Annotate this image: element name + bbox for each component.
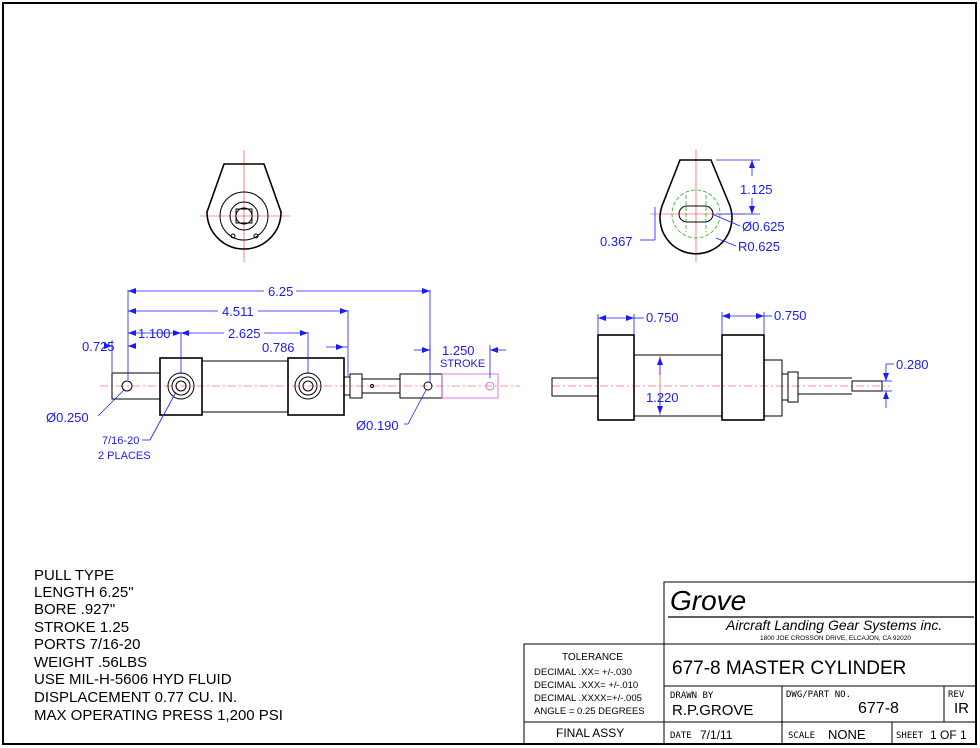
note-line: PULL TYPE xyxy=(34,567,114,584)
tolerance-line: DECIMAL .XXXX=+/-.005 xyxy=(534,693,642,704)
dim-rod-dia: 0.280 xyxy=(896,357,929,372)
side-view: 0.750 0.750 0.280 1.220 xyxy=(551,308,929,421)
note-line: USE MIL-H-5606 HYD FLUID xyxy=(34,671,232,688)
dim-mount-span: 4.511 xyxy=(222,304,254,319)
dwg-no-label: DWG/PART NO. xyxy=(786,690,851,700)
dim-stroke: 1.250 xyxy=(442,343,475,358)
dim-eye-height: 1.125 xyxy=(740,182,773,197)
port-callout-thread: 7/16-20 xyxy=(102,435,139,447)
note-line: WEIGHT .56LBS xyxy=(34,654,147,671)
title-block xyxy=(523,581,977,745)
date-label: DATE xyxy=(670,731,692,741)
note-line: LENGTH 6.25" xyxy=(34,584,134,601)
sheet-label: SHEET xyxy=(896,731,924,741)
company-name: Aircraft Landing Gear Systems inc. xyxy=(725,617,942,633)
dim-cap-width: 0.786 xyxy=(262,340,295,355)
note-line: MAX OPERATING PRESS 1,200 PSI xyxy=(34,707,283,724)
dim-overall-length: 6.25 xyxy=(268,284,293,299)
rev-value: IR xyxy=(954,700,969,717)
dim-side-body-height: 1.220 xyxy=(646,390,679,405)
rev-label: REV xyxy=(948,690,965,700)
end-view-right: 1.125 Ø0.625 0.367 R0.625 xyxy=(600,150,785,262)
company-logo: Grove xyxy=(670,585,746,616)
dim-rod-hole: Ø0.190 xyxy=(356,418,399,433)
tolerance-line: DECIMAL .XXX= +/-.010 xyxy=(534,680,638,691)
dim-body-width: 2.625 xyxy=(228,326,261,341)
dim-clevis-offset: 0.725 xyxy=(82,339,115,354)
note-line: STROKE 1.25 xyxy=(34,619,129,636)
note-line: PORTS 7/16-20 xyxy=(34,636,140,653)
dwg-no-value: 677-8 xyxy=(858,700,899,717)
scale-label: SCALE xyxy=(788,731,815,741)
port-callout-qty: 2 PLACES xyxy=(98,450,151,462)
assembly-label: FINAL ASSY xyxy=(556,726,624,740)
drawn-by-value: R.P.GROVE xyxy=(672,702,753,719)
dim-eye-hole: Ø0.625 xyxy=(742,219,785,234)
dim-eye-offset: 0.367 xyxy=(600,234,633,249)
tolerance-line: DECIMAL .XX= +/-.030 xyxy=(534,667,632,678)
scale-value: NONE xyxy=(828,727,866,742)
tolerance-heading: TOLERANCE xyxy=(562,652,623,663)
dim-side-cap-right: 0.750 xyxy=(774,308,807,323)
drawing-title: 677-8 MASTER CYLINDER xyxy=(672,658,906,679)
drawn-by-label: DRAWN BY xyxy=(670,691,714,701)
dim-port-offset: 1.100 xyxy=(138,326,171,341)
dim-stroke-label: STROKE xyxy=(440,358,485,370)
end-view-left xyxy=(200,150,290,262)
general-notes: PULL TYPE LENGTH 6.25" BORE .927" STROKE… xyxy=(34,567,283,724)
sheet-value: 1 OF 1 xyxy=(930,728,967,742)
tolerance-line: ANGLE = 0.25 DEGREES xyxy=(534,706,645,717)
note-line: DISPLACEMENT 0.77 CU. IN. xyxy=(34,689,237,706)
company-address: 1800 JOE CROSSON DRIVE, ELCAJON, CA 9202… xyxy=(760,635,911,642)
note-line: BORE .927" xyxy=(34,601,115,618)
dim-eye-radius: R0.625 xyxy=(738,239,780,254)
dim-side-cap-left: 0.750 xyxy=(646,310,679,325)
dim-pin-hole: Ø0.250 xyxy=(46,410,89,425)
date-value: 7/1/11 xyxy=(700,728,733,742)
front-view: 6.25 4.511 1.100 2.625 0.725 0.786 1.250… xyxy=(46,284,520,462)
